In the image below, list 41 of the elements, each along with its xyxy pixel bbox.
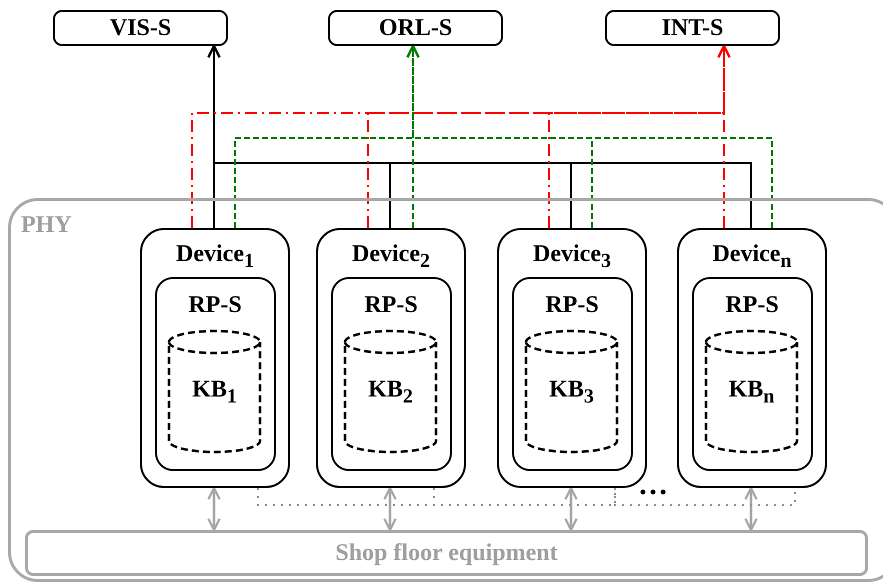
service-box [330, 276, 452, 470]
device-box [316, 228, 466, 488]
equipment-box [25, 530, 868, 576]
node-label: KB$_{n}$ [728, 377, 774, 406]
database-cylinder [167, 329, 262, 454]
node-label: ORL-S [378, 16, 452, 40]
node-label: INT-S [662, 16, 724, 40]
node-label: Shop floor equipment [335, 541, 558, 565]
connector-arrow [717, 44, 731, 228]
node-label: RP-S [725, 292, 779, 316]
container-box [8, 198, 883, 582]
connector-arrow [383, 486, 397, 532]
system-box [328, 10, 503, 46]
node-label: Device$_{3}$ [533, 242, 611, 271]
service-box [692, 276, 812, 470]
database-cylinder [343, 329, 438, 454]
connector-arrow [207, 486, 221, 532]
database-cylinder [524, 329, 619, 454]
database-cylinder [704, 329, 799, 454]
node-label: KB$_{2}$ [368, 377, 413, 406]
node-label: KB$_{1}$ [192, 377, 237, 406]
node-label: RP-S [188, 292, 242, 316]
device-box [140, 228, 290, 488]
node-label: Device$_{n}$ [712, 242, 792, 271]
connector-arrow [406, 44, 773, 228]
node-label: Device$_{1}$ [176, 242, 254, 271]
service-box [512, 276, 632, 470]
service-box [154, 276, 276, 470]
device-box [497, 228, 647, 488]
system-box [605, 10, 780, 46]
node-label: RP-S [364, 292, 418, 316]
system-box [53, 10, 228, 46]
connector-arrow [564, 486, 578, 532]
device-box [677, 228, 827, 488]
container-label: PHY [21, 213, 72, 237]
node-label: Device$_{2}$ [352, 242, 430, 271]
node-label: KB$_{3}$ [549, 377, 594, 406]
connector-arrow [744, 486, 758, 532]
node-label: VIS-S [110, 16, 172, 40]
node-label: RP-S [545, 292, 599, 316]
ellipsis-label: … [638, 470, 668, 500]
